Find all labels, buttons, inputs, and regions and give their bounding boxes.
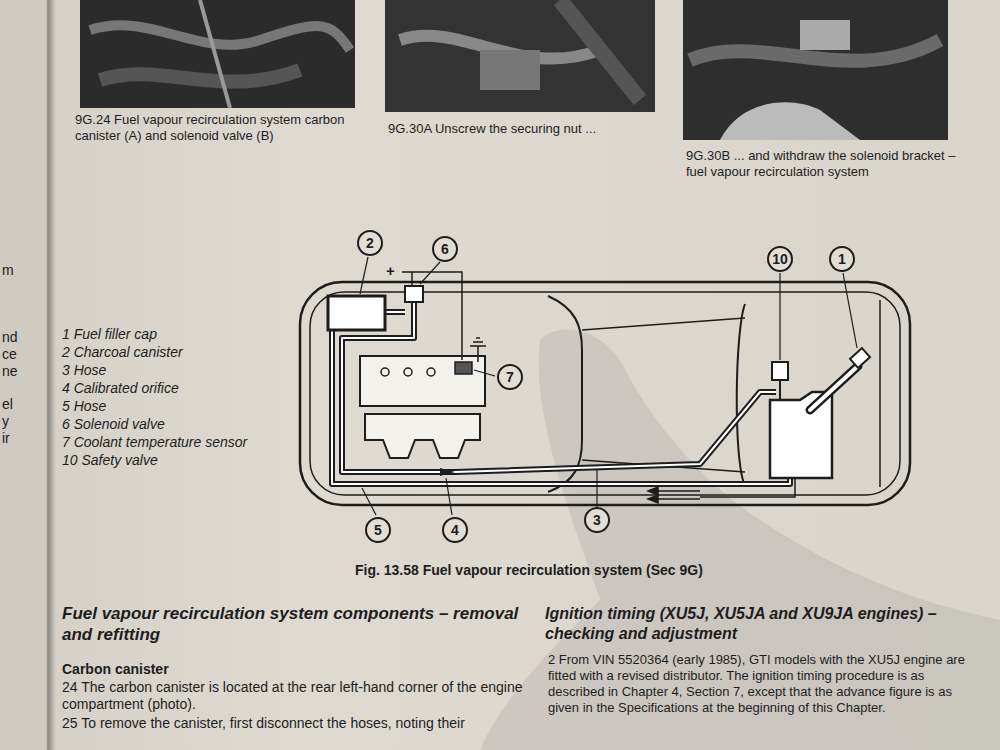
- charcoal-canister: [328, 296, 385, 330]
- text-fragment: y: [2, 413, 9, 430]
- figure-caption: Fig. 13.58 Fuel vapour recirculation sys…: [355, 562, 703, 579]
- photo: [683, 0, 948, 140]
- body-text: 24 The carbon canister is located at the…: [62, 679, 532, 713]
- flow-arrows: [648, 487, 700, 503]
- photo-caption: 9G.30B ... and withdraw the solenoid bra…: [686, 148, 976, 180]
- text-fragment: el: [2, 396, 13, 413]
- body-text: Fuel vapour recirculation system compone…: [62, 604, 532, 645]
- text-fragment: ir: [2, 430, 10, 447]
- solenoid-valve: [405, 286, 423, 302]
- leader-line: [360, 257, 857, 515]
- body-text: Ignition timing (XU5J, XU5JA and XU9JA e…: [545, 604, 985, 643]
- text-fragment: ne: [2, 363, 18, 380]
- photo-caption: 9G.24 Fuel vapour recirculation system c…: [75, 112, 360, 144]
- text-fragment: m: [2, 262, 14, 279]
- key-item: 4 Calibrated orifice: [62, 380, 179, 397]
- car-outline: [300, 282, 910, 505]
- key-item: 7 Coolant temperature sensor: [62, 434, 247, 451]
- engine: [360, 356, 485, 458]
- text-fragment: ce: [2, 346, 17, 363]
- key-item: 10 Safety valve: [62, 452, 158, 469]
- photo-caption: 9G.30A Unscrew the securing nut ...: [388, 121, 596, 137]
- shadow: [480, 330, 1000, 750]
- callout-number: 1: [838, 252, 846, 266]
- earth-symbol: [470, 338, 486, 362]
- callout-circle: 3: [584, 507, 610, 533]
- key-item: 3 Hose: [62, 362, 106, 379]
- body-text: 25 To remove the canister, first disconn…: [62, 715, 532, 732]
- polarity-sign: +: [386, 262, 395, 280]
- callout-number: 7: [506, 370, 514, 384]
- text-fragment: nd: [2, 329, 18, 346]
- callout-circle: 5: [365, 517, 391, 543]
- hose: [332, 300, 795, 497]
- callout-number: 6: [441, 242, 449, 256]
- callout-circle: 4: [442, 517, 468, 543]
- callout-number: 3: [593, 513, 601, 527]
- fuel-tank: [770, 348, 870, 478]
- key-item: 2 Charcoal canister: [62, 344, 183, 361]
- callout-number: 5: [374, 523, 382, 537]
- key-item: 1 Fuel filler cap: [62, 326, 157, 343]
- orifice: [440, 468, 455, 476]
- callout-number: 10: [772, 252, 788, 266]
- body-text: 2 From VIN 5520364 (early 1985), GTI mod…: [548, 652, 980, 715]
- photo: [385, 0, 655, 112]
- callout-circle: 10: [767, 246, 793, 272]
- body-text: Carbon canister: [62, 661, 169, 678]
- callout-number: 2: [366, 236, 374, 250]
- callout-circle: 2: [357, 230, 383, 256]
- key-item: 6 Solenoid valve: [62, 416, 165, 433]
- callout-circle: 6: [432, 236, 458, 262]
- photo: [80, 0, 355, 108]
- callout-circle: 1: [829, 246, 855, 272]
- key-item: 5 Hose: [62, 398, 106, 415]
- callout-circle: 7: [497, 364, 523, 390]
- callout-number: 4: [451, 523, 459, 537]
